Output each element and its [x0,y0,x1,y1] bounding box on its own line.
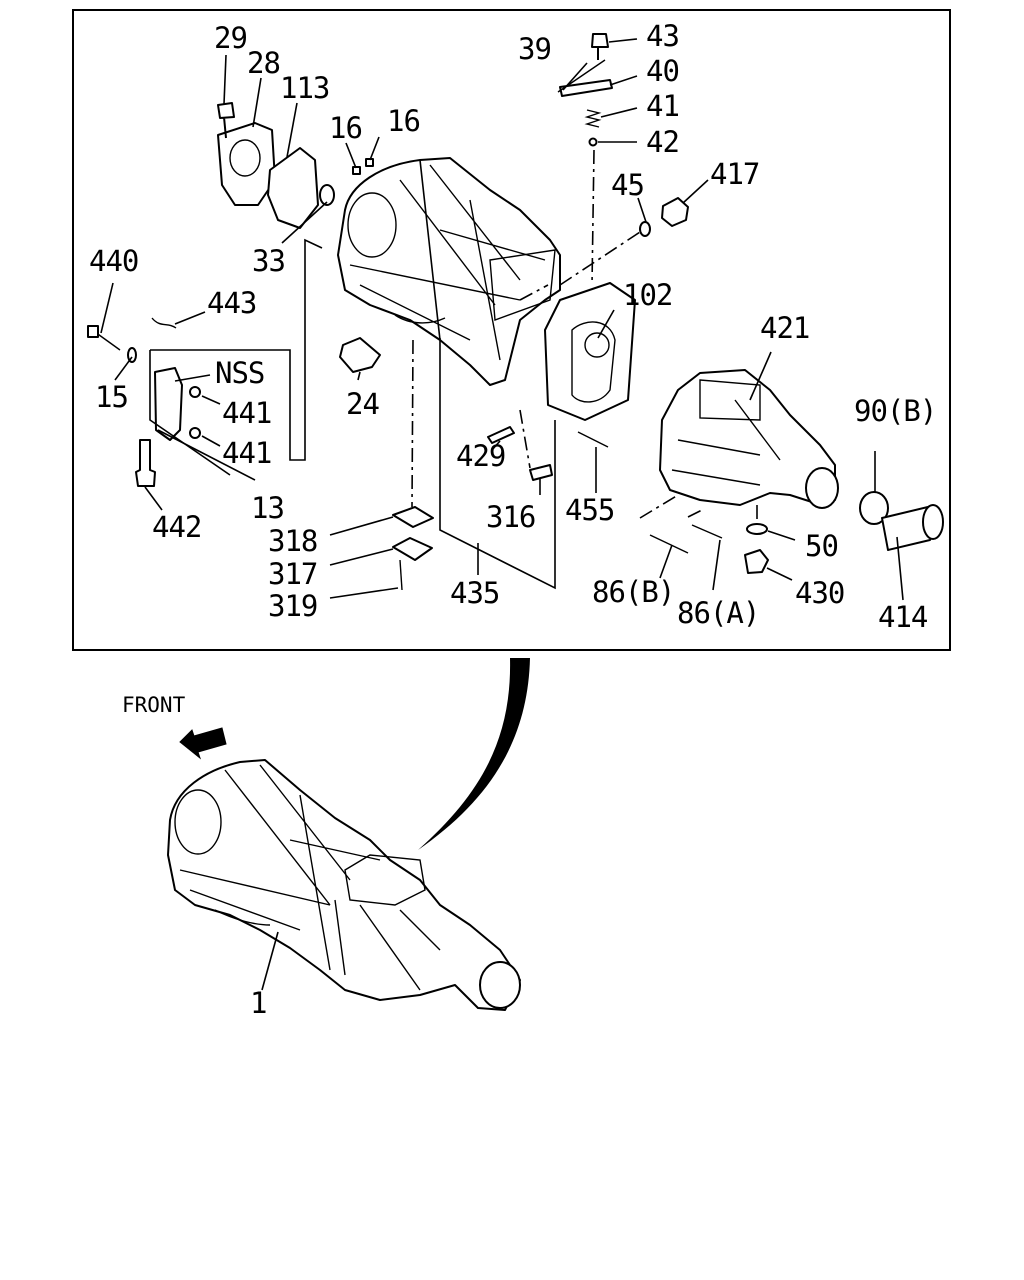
leader-lines [100,38,904,601]
label-50: 50 [805,529,838,563]
label-42: 42 [646,125,679,159]
front-bearing-retainer [217,122,276,206]
label-90b: 90(B) [854,394,936,428]
bolt-440 [94,331,121,351]
assembled-transmission [167,759,521,1011]
pin-16a [352,166,361,175]
label-430: 430 [795,576,844,610]
stud-442 [135,439,156,487]
bolt-86a [691,524,723,539]
bolt-440-head [87,325,99,338]
label-39: 39 [518,32,551,66]
transmission-case [337,157,561,386]
gasket-113 [267,147,319,229]
bushing-441b [189,427,201,439]
label-435: 435 [450,576,499,610]
label-41: 41 [646,89,679,123]
label-24: 24 [346,387,379,421]
intermediate-plate [544,282,636,421]
bolt-86b [649,534,689,554]
oil-seal-33 [319,184,335,206]
label-317: 317 [268,557,317,591]
label-441b: 441 [222,436,271,470]
plug-417 [661,197,689,227]
label-316: 316 [486,500,535,534]
label-417: 417 [710,157,759,191]
leader-1 [261,931,279,991]
bolt-29 [217,102,235,139]
label-421: 421 [760,311,809,345]
label-45: 45 [611,168,644,202]
label-29: 29 [214,21,247,55]
front-label: FRONT [122,693,186,717]
label-102: 102 [623,278,672,312]
seal-90b [859,491,889,525]
extension-housing [659,369,839,509]
clip-443 [151,317,177,329]
cover-24 [339,337,381,373]
label-442: 442 [152,510,201,544]
label-13: 13 [251,491,284,525]
label-441a: 441 [222,396,271,430]
label-16b: 16 [387,104,420,138]
label-15: 15 [95,380,128,414]
label-86a: 86(A) [677,596,759,630]
label-455: 455 [565,493,614,527]
label-1: 1 [250,986,266,1020]
label-40: 40 [646,54,679,88]
label-28: 28 [247,46,280,80]
bolt-43 [591,33,609,60]
bolt-319 [399,559,403,591]
curved-arrow [418,658,530,850]
spring-41 [584,109,602,128]
plate-40 [559,79,613,97]
front-arrow-icon [179,727,227,760]
mount-bracket [154,367,183,441]
label-43: 43 [646,19,679,53]
magnet-316 [529,464,553,481]
label-414: 414 [878,600,928,634]
ring-45 [639,221,651,237]
label-86b: 86(B) [592,575,674,609]
exploded-view-frame [72,9,951,651]
bushing-441a [189,386,201,398]
label-318: 318 [268,524,317,558]
part-labels: 29 28 113 16 16 39 43 40 41 42 45 417 33… [89,19,937,1020]
label-319: 319 [268,589,317,623]
label-16a: 16 [329,111,362,145]
pin-16b [365,158,374,167]
label-443: 443 [207,286,256,320]
label-429: 429 [456,439,505,473]
dust-cover-414-end [922,504,944,540]
oring-50 [746,523,768,535]
plug-430 [744,549,769,574]
gasket-318 [392,506,434,528]
bolt-455 [577,431,609,448]
alignment-lines [411,149,758,522]
label-113: 113 [280,71,329,105]
pin-429 [487,426,515,444]
plate-317 [392,537,433,561]
ball-42 [588,137,598,147]
label-nss: NSS [215,356,264,390]
label-440: 440 [89,244,138,278]
label-33: 33 [252,244,285,278]
